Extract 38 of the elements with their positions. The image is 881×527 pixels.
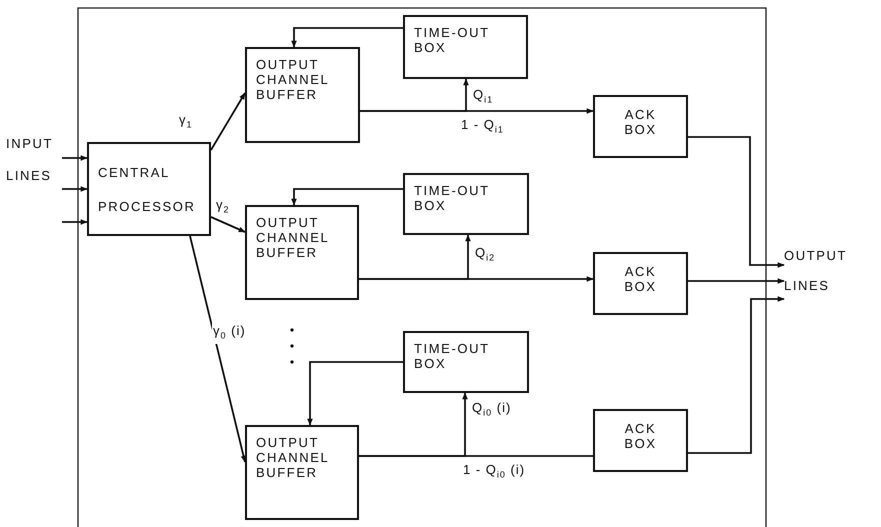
line-group-label: INPUT LINES	[6, 128, 62, 226]
process-box	[403, 173, 529, 235]
arrow	[210, 216, 246, 233]
box-label: OUTPUT CHANNEL BUFFER	[256, 215, 330, 260]
box-label: TIME-OUT BOX	[414, 25, 490, 55]
box-label: OUTPUT CHANNEL BUFFER	[256, 435, 330, 480]
box-label: OUTPUT CHANNEL BUFFER	[256, 57, 330, 102]
process-box	[245, 47, 360, 143]
edge-label: γ$_{0}$ (i)	[212, 323, 247, 344]
arrow	[62, 186, 88, 192]
process-box	[245, 425, 359, 520]
arrow	[688, 136, 785, 268]
arrow	[688, 296, 785, 454]
arrow	[688, 278, 785, 284]
box-label: TIME-OUT BOX	[414, 341, 490, 371]
arrow	[291, 188, 403, 206]
process-box	[593, 252, 688, 315]
box-label: CENTRAL PROCESSOR	[98, 164, 196, 216]
process-box	[403, 331, 529, 393]
process-box	[593, 95, 688, 158]
arrow	[210, 92, 246, 150]
arrow	[360, 78, 469, 112]
arrow	[189, 236, 246, 463]
arrow	[62, 155, 88, 161]
box-label: ACK BOX	[623, 421, 658, 451]
box-label: ACK BOX	[623, 264, 658, 294]
process-box	[593, 409, 688, 472]
arrow	[291, 27, 403, 48]
box-label: TIME-OUT BOX	[414, 183, 490, 213]
arrow	[307, 361, 403, 426]
arrow	[359, 234, 471, 280]
line-group-label: OUTPUT LINES	[784, 241, 870, 305]
box-label: ACK BOX	[623, 107, 658, 137]
process-box	[403, 15, 528, 79]
arrow	[359, 392, 468, 457]
process-box	[245, 205, 359, 300]
arrow	[62, 219, 88, 225]
process-box	[87, 142, 211, 236]
